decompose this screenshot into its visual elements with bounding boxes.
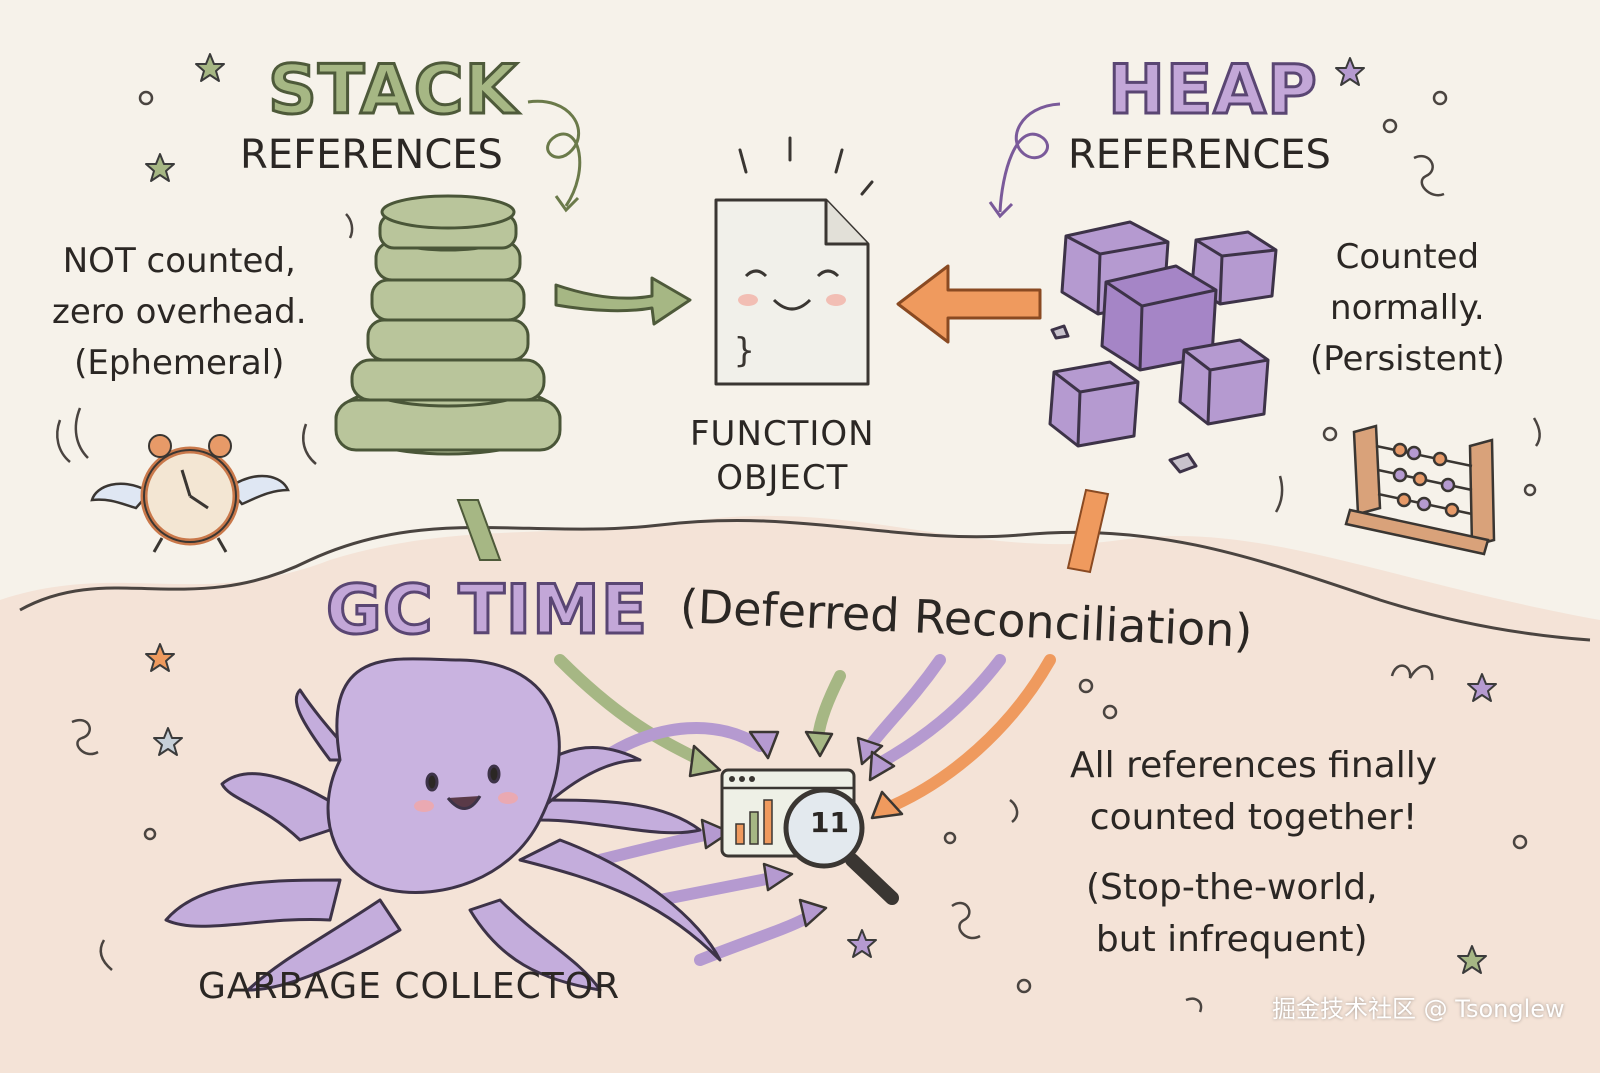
decor-doodles <box>56 90 1541 1013</box>
stack-curl-arrow <box>527 99 582 207</box>
heap-down-connector <box>1066 488 1110 574</box>
gc-note-line: All references finally <box>1070 745 1438 786</box>
octopus-garbage-collector <box>164 657 722 992</box>
heap-cubes <box>1048 220 1278 474</box>
stack-down-connector <box>456 499 502 561</box>
function-object-page <box>714 136 874 386</box>
stack-note-line: (Ephemeral) <box>74 343 285 383</box>
function-object-line: OBJECT <box>716 458 849 499</box>
magnifier-icon <box>783 787 899 905</box>
function-object-line: FUNCTION <box>690 414 875 454</box>
heap-subtitle: REFERENCES <box>1068 132 1331 178</box>
stack-to-function-arrow <box>554 276 692 326</box>
garbage-collector-label: GARBAGE COLLECTOR <box>198 966 621 1007</box>
heap-note-line: (Persistent) <box>1310 339 1505 379</box>
heap-note-line: normally. <box>1330 288 1485 328</box>
heap-note-line: Counted <box>1335 237 1480 277</box>
alarm-clock-icon <box>90 434 290 553</box>
heap-curl-arrowhead <box>988 201 1014 219</box>
stack-note: NOT counted, zero overhead. (Ephemeral) <box>52 236 307 389</box>
watermark: 掘金技术社区 @ Tsonglew <box>1272 995 1565 1023</box>
stack-subtitle: REFERENCES <box>240 132 503 178</box>
function-object-label: FUNCTION OBJECT <box>690 412 875 500</box>
heap-to-function-arrow <box>896 264 1042 344</box>
gc-note-line: (Stop-the-world, <box>1086 867 1378 908</box>
stack-note-line: NOT counted, <box>62 241 296 281</box>
abacus-icon <box>1344 424 1496 556</box>
gc-note-line: but infrequent) <box>1095 919 1368 961</box>
gc-note-aside: (Stop-the-world, but infrequent) <box>1086 862 1378 966</box>
gc-title: GC TIME <box>324 570 649 651</box>
heap-title: HEAP <box>1107 50 1319 131</box>
stack-stones <box>334 194 562 456</box>
gc-arrowheads <box>688 730 904 928</box>
gc-note-line: counted together! <box>1089 797 1418 839</box>
stack-note-line: zero overhead. <box>52 292 307 332</box>
counter-value: 11 <box>810 806 849 839</box>
heap-curl-arrow <box>998 102 1061 213</box>
heap-note: Counted normally. (Persistent) <box>1310 232 1505 385</box>
divider-line <box>19 518 1591 642</box>
code-brace-glyph: } <box>734 331 754 371</box>
stack-title: STACK <box>266 50 519 131</box>
gc-note: All references finally counted together! <box>1070 740 1437 844</box>
stack-curl-arrowhead <box>554 195 580 213</box>
